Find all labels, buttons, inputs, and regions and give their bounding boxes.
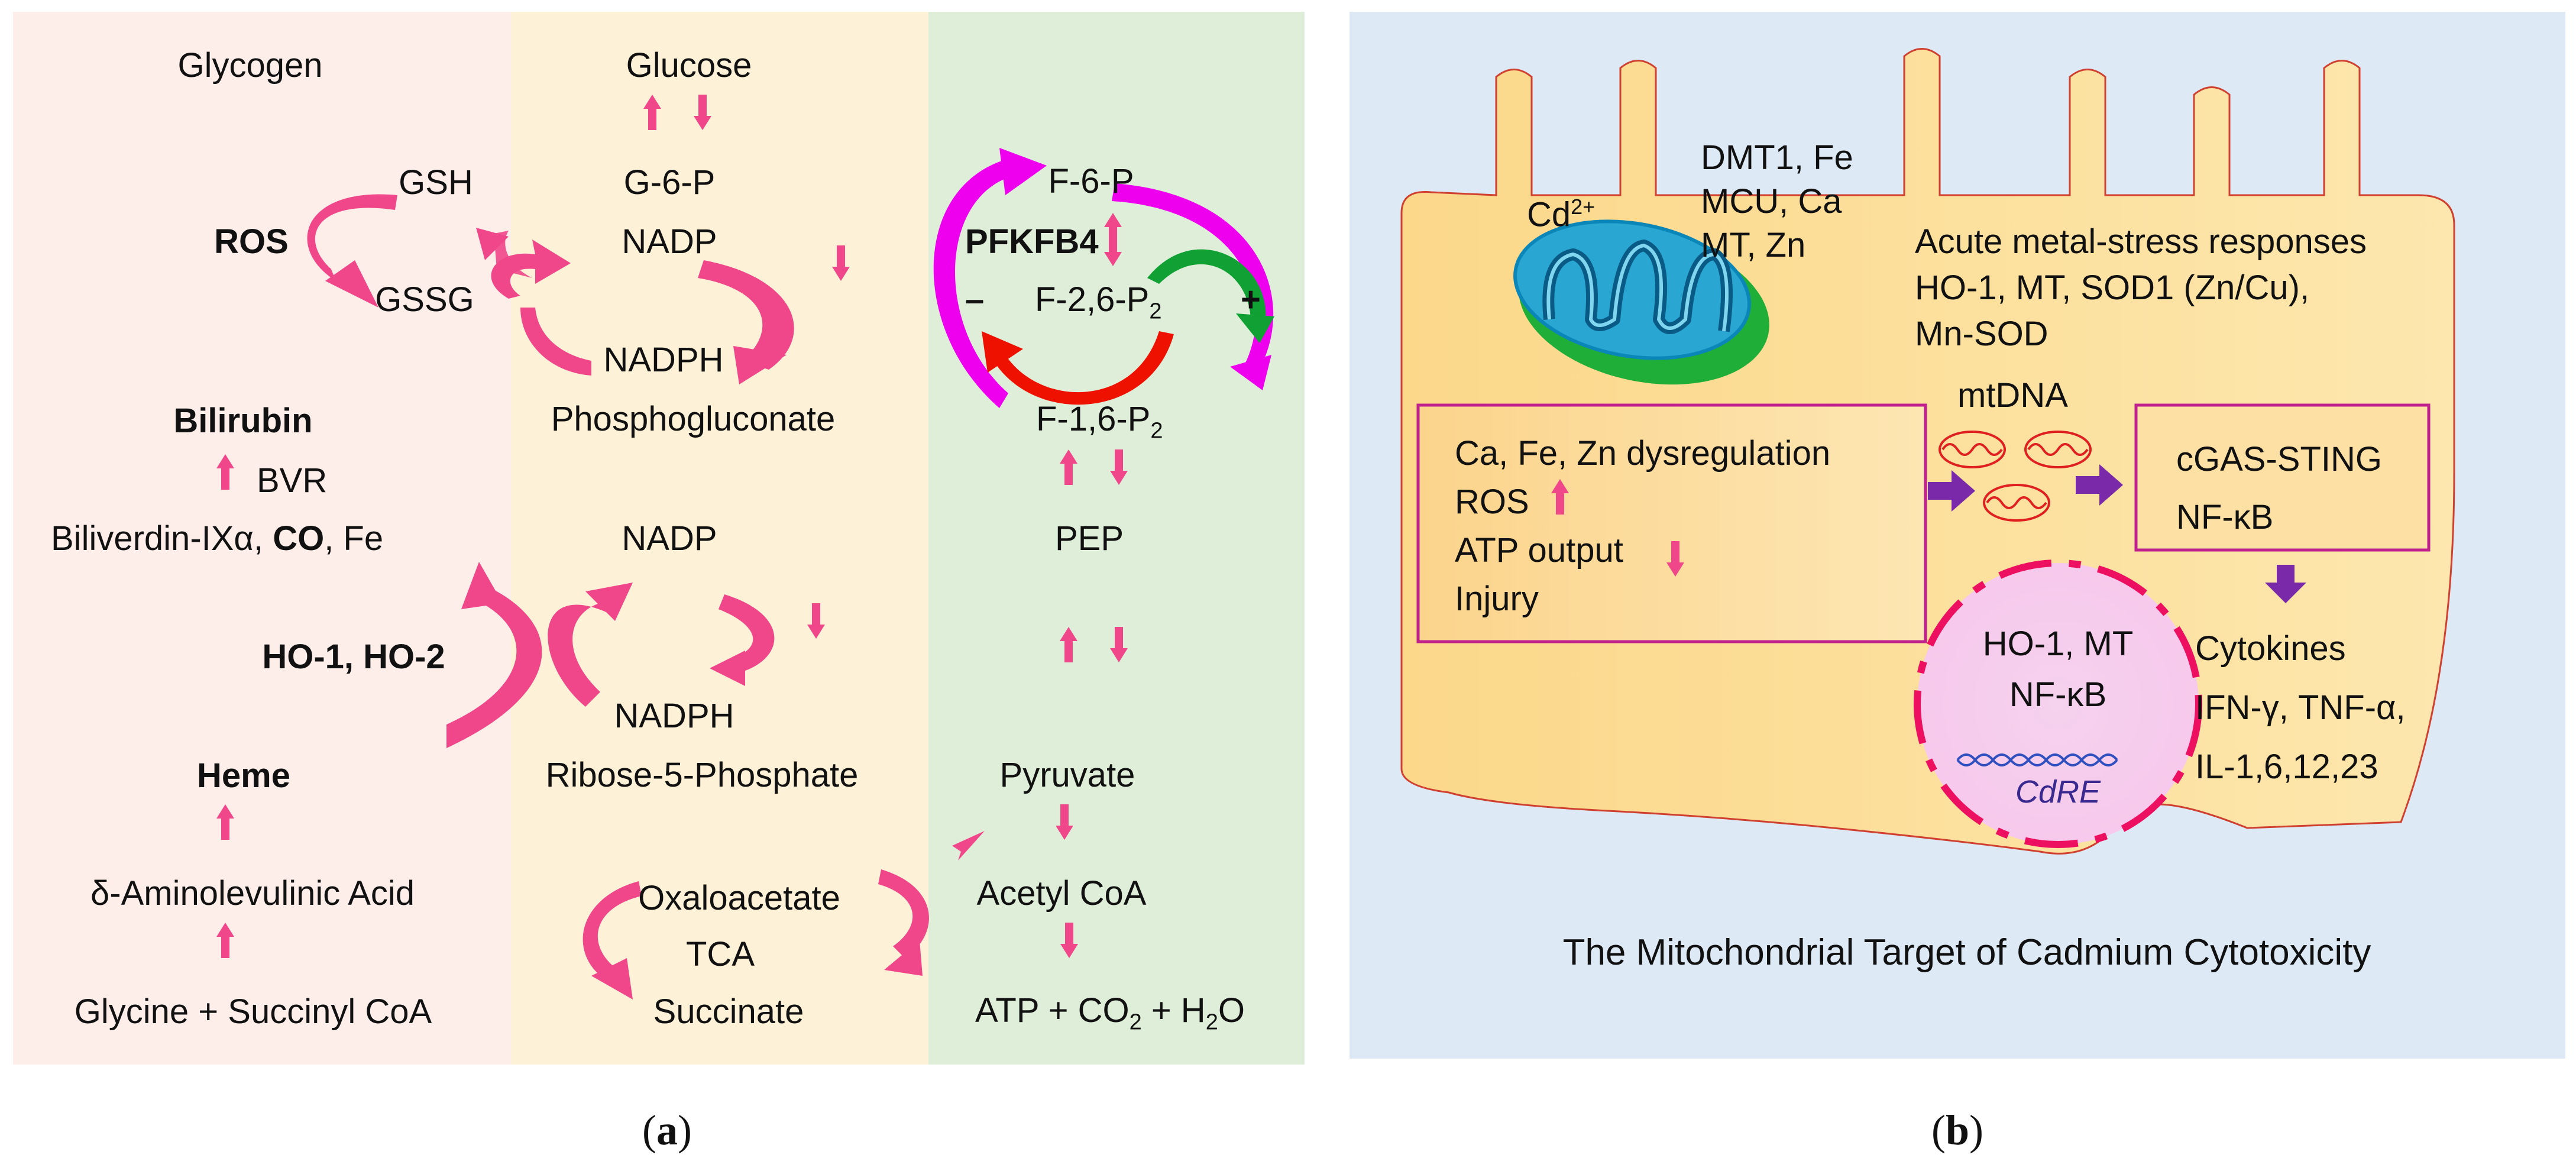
glucose-up-arrow — [643, 95, 661, 130]
gssg-nadp-arrow — [491, 240, 571, 299]
mitochondrion-icon — [1513, 219, 1769, 385]
cgas-to-cytokines-arrow — [2265, 565, 2306, 603]
ala-up-arrow — [216, 923, 234, 958]
pep-up-arrow — [1060, 627, 1077, 662]
transporter-mt: MT, Zn — [1701, 226, 1806, 264]
dysregulation-label: Ca, Fe, Zn dysregulation — [1455, 434, 1831, 473]
bvr-up-arrow — [216, 454, 234, 490]
nucleus-ho1-mt-label: HO-1, MT — [1982, 625, 2134, 663]
acute-response-mnsod: Mn-SOD — [1915, 315, 2048, 353]
pyruvate-label: Pyruvate — [999, 756, 1135, 794]
cytokines-interleukins: IL-1,6,12,23 — [2195, 748, 2378, 786]
activation-arc — [1147, 249, 1266, 322]
f6p-down-arrow — [1104, 231, 1122, 266]
acute-response-title: Acute metal-stress responses — [1915, 222, 2367, 261]
regulation-arrows — [216, 95, 1684, 958]
glycogen-label: Glycogen — [177, 46, 323, 85]
g6p-label: G-6-P — [623, 163, 716, 202]
glucose-label: Glucose — [626, 46, 752, 85]
cytokines-label: Cytokines — [2195, 629, 2346, 668]
nadp-down-arrow — [832, 245, 850, 281]
dys-to-mtdna-arrow — [1928, 470, 1975, 512]
glycine-succinyl-coa-label: Glycine + Succinyl CoA — [74, 992, 432, 1031]
atp-output-label: ATP output — [1455, 531, 1623, 570]
bilirubin-label: Bilirubin — [173, 402, 313, 440]
gssg-label: GSSG — [375, 280, 474, 319]
nadp-label-2: NADP — [622, 519, 717, 558]
nadp-label-1: NADP — [622, 222, 717, 261]
nucleus-nfkb-label: NF-κB — [2009, 675, 2107, 714]
mtdna-to-cgas-arrow — [2076, 464, 2123, 506]
glucose-down-arrow — [694, 95, 711, 130]
pfkfb4-label: PFKFB4 — [965, 222, 1099, 261]
dna-helix-icon — [1956, 753, 2118, 766]
heme-biliverdin-arrow — [446, 583, 542, 748]
atp-co2-h2o-label: ATP + CO2 + H2O — [975, 991, 1245, 1035]
nucleus — [1914, 559, 2202, 848]
oxaloacetate-label: Oxaloacetate — [638, 879, 840, 917]
nadp-nadph-arrow-2 — [548, 600, 615, 707]
dysregulation-box — [1416, 403, 1927, 643]
pfkfb4-loop-left — [933, 160, 1008, 408]
succinate-label: Succinate — [653, 992, 804, 1031]
mtdna-label: mtDNA — [1957, 376, 2068, 415]
heme-label: Heme — [197, 756, 290, 795]
panel-b-caption: (b) — [1931, 1107, 1984, 1154]
cdre-label: CdRE — [2015, 774, 2101, 810]
pep-down-arrow — [1110, 627, 1128, 662]
acetyl-down-arrow — [1060, 923, 1078, 958]
mtdna-icon — [1939, 431, 2092, 522]
inhibition-arc — [993, 331, 1174, 405]
biliverdin-label: Biliverdin-IXα, CO, Fe — [51, 519, 384, 558]
pyruvate-down-arrow — [1056, 804, 1073, 840]
gsh-gssg-cycle-arrow — [307, 194, 397, 281]
cgas-sting-label: cGAS-STING — [2176, 440, 2383, 478]
heme-up-arrow — [216, 804, 234, 840]
panel-b-title: The Mitochondrial Target of Cadmium Cyto… — [1562, 932, 2371, 973]
panel-a-pentose-column — [511, 12, 928, 1065]
f16p-down-arrow — [1110, 449, 1128, 485]
nadph-label-1: NADPH — [603, 341, 724, 379]
inhibition-sign: – — [965, 280, 985, 319]
injury-label: Injury — [1455, 580, 1539, 618]
nadp-nadph-arrow-1 — [698, 260, 794, 370]
ros-up-arrow — [1551, 479, 1569, 515]
cytokines-ifn-tnf: IFN-γ, TNF-α, — [2195, 688, 2406, 727]
acute-response-list: HO-1, MT, SOD1 (Zn/Cu), — [1915, 269, 2310, 307]
ros-increase-label: ROS — [1455, 483, 1529, 521]
atp-down-arrow — [1666, 541, 1684, 577]
nadp2-down-arrow — [807, 603, 825, 639]
panel-a-redox-column — [13, 12, 511, 1065]
ribose-5-phosphate-label: Ribose-5-Phosphate — [545, 756, 859, 794]
cadmium-ion-label: Cd2+ — [1527, 195, 1596, 234]
transporter-mcu: MCU, Ca — [1701, 182, 1842, 221]
tca-arrow-left — [582, 881, 642, 982]
tca-label: TCA — [686, 935, 755, 973]
cgas-box — [2134, 403, 2431, 552]
f6p-label: F-6-P — [1048, 162, 1134, 200]
f16p-up-arrow — [1060, 449, 1077, 485]
panel-a-caption: (a) — [642, 1107, 692, 1154]
nfkb-label: NF-κB — [2176, 498, 2274, 536]
acetyl-coa-label: Acetyl CoA — [976, 874, 1147, 913]
phosphogluconate-label: Phosphogluconate — [551, 400, 836, 438]
aminolevulinic-acid-label: δ-Aminolevulinic Acid — [90, 874, 415, 913]
tca-arrow-right — [878, 869, 929, 958]
gsh-label: GSH — [399, 163, 473, 202]
heme-oxygenase-label: HO-1, HO-2 — [262, 638, 445, 676]
transporter-dmt1: DMT1, Fe — [1701, 138, 1853, 177]
nadph-label-2: NADPH — [614, 697, 734, 735]
ros-label: ROS — [214, 222, 289, 261]
activation-sign: + — [1241, 280, 1261, 319]
f16p2-label: F-1,6-P2 — [1036, 400, 1163, 444]
pep-label: PEP — [1054, 519, 1124, 558]
bvr-label: BVR — [257, 461, 328, 500]
f26p2-label: F-2,6-P2 — [1035, 280, 1162, 324]
pfkfb4-loop-right — [1112, 183, 1274, 379]
